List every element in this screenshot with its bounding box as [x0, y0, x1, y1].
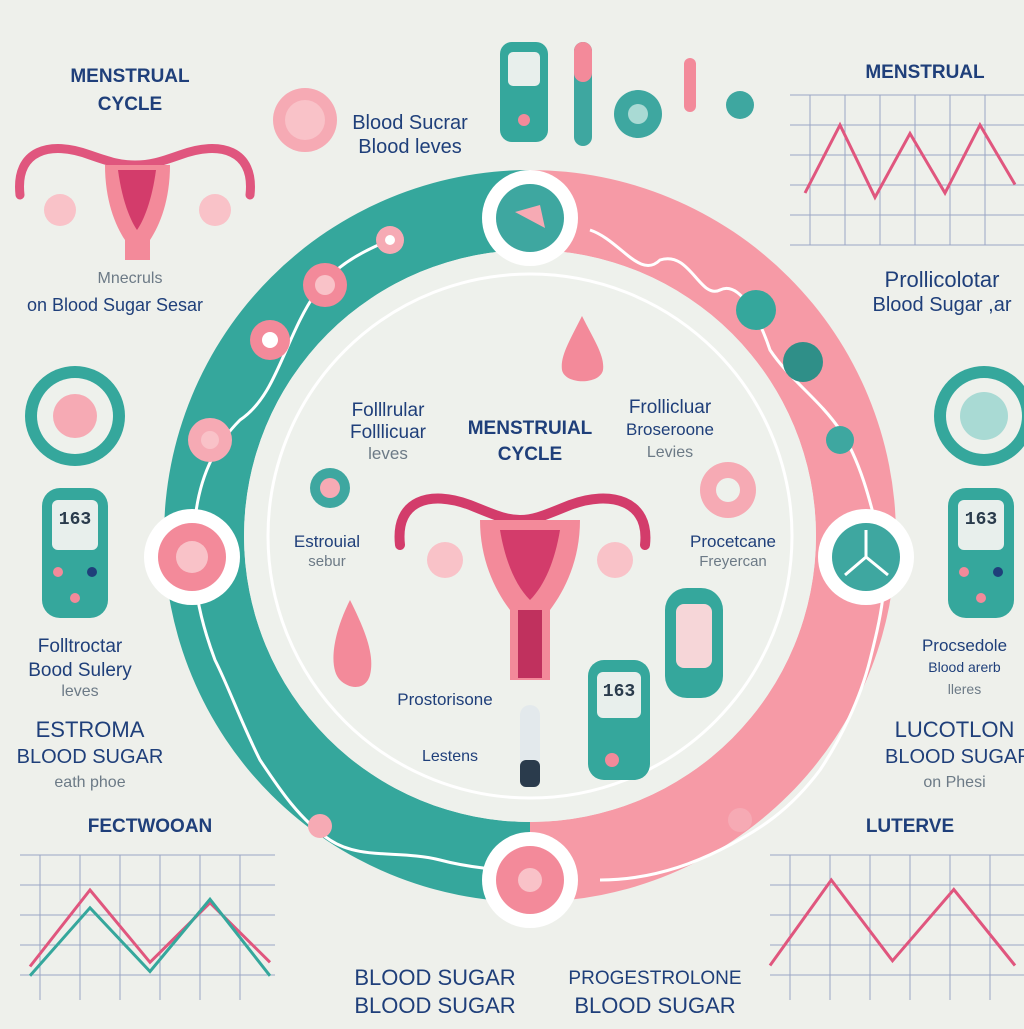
chart-bottom-right-series [768, 877, 1017, 967]
pink-ring-icon-top [273, 88, 337, 152]
inner-right-label-line-3: Levies [646, 444, 694, 461]
chart-bottom-left-series-2 [28, 896, 272, 977]
inner-left-lower-line-1: Estrouial [293, 532, 361, 551]
inner-left-label-line-3: leves [368, 444, 408, 463]
center-title-line-1: MENSTRUIAL [467, 418, 593, 439]
test-strip-top [574, 42, 592, 146]
left-bottom-line-3: eath phoe [54, 774, 126, 791]
device-reading-left: 163 [58, 510, 92, 530]
top-center-label-line-1: Blood Sucrar [352, 112, 468, 134]
inner-bottom-label-line-2: Lestens [421, 748, 479, 765]
bottom-left-chart-title: FECTWOOAN [87, 816, 213, 837]
top-left-title-line-2: CYCLE [97, 94, 163, 115]
inner-bottom-label-line-1: Prostorisone [397, 690, 493, 709]
left-faint-label: Mnecruls [97, 270, 163, 287]
right-bottom-line-2: BLOOD SUGAR [885, 746, 1024, 768]
uterus-top-left-illustration [15, 144, 255, 260]
chart-bottom-left-grid [20, 854, 275, 1000]
inner-left-label-line-1: Folllrular [351, 400, 425, 421]
flower-icon-top [614, 90, 662, 138]
left-bottom-line-1: ESTROMA [35, 717, 145, 742]
left-mid-label: on Blood Sugar Sesar [26, 295, 204, 315]
uterus-center-illustration [394, 493, 651, 680]
bottom-center-right-line-1: PROGESTROLONE [568, 968, 742, 989]
clock-right [934, 366, 1024, 466]
right-mid-label-line-1: Prollicolotar [884, 267, 1000, 292]
device-reading-center: 163 [602, 682, 636, 702]
glucose-meter-left [42, 488, 108, 618]
right-lower-line-3: lleres [947, 681, 982, 697]
pill-top [684, 58, 696, 112]
inner-left-lower-line-2: sebur [308, 553, 346, 570]
ring-node-top [482, 170, 578, 266]
top-right-title: MENSTRUAL [865, 62, 985, 83]
luteal-discs [728, 290, 854, 832]
left-lower-line-2: Bood Sulery [28, 660, 132, 681]
right-mid-label-line-2: Blood Sugar ,ar [872, 294, 1012, 316]
left-lower-line-3: leves [61, 683, 99, 700]
droplet-lower [333, 600, 372, 687]
inner-right-label-line-2: Broseroone [626, 420, 714, 439]
test-strip-center [520, 705, 540, 787]
bottom-right-chart-title: LUTERVE [865, 816, 955, 837]
gear-icon-top [726, 91, 754, 119]
glucose-meter-top [500, 42, 548, 142]
right-bottom-line-1: LUCOTLON [894, 717, 1015, 742]
inner-left-label-line-2: Folllicuar [349, 422, 427, 443]
right-lower-line-2: Blood arerb [928, 659, 1001, 675]
bottom-center-left-line-2: BLOOD SUGAR [354, 993, 516, 1018]
follicle-discs [188, 226, 404, 838]
chart-bottom-right-grid [770, 854, 1024, 1000]
drop-shape [561, 316, 604, 382]
left-lower-line-1: Folltroctar [37, 636, 123, 657]
glucose-meter-right [948, 488, 1014, 618]
clock-left [25, 366, 125, 466]
inner-right-label-line-1: Frollicluar [628, 397, 712, 418]
ring-node-bottom [482, 832, 578, 928]
right-lower-line-1: Procsedole [921, 636, 1008, 655]
chart-top-right-grid [790, 94, 1024, 246]
device-reading-right: 163 [964, 510, 998, 530]
center-title-line-2: CYCLE [497, 444, 563, 465]
chart-top-right-series [803, 121, 1017, 201]
left-bottom-line-2: BLOOD SUGAR [16, 746, 164, 768]
bottom-center-left-line-1: BLOOD SUGAR [354, 965, 516, 990]
inner-right-lower-line-1: Procetcane [690, 532, 776, 551]
ring-node-right [818, 509, 914, 605]
bottom-center-right-line-2: BLOOD SUGAR [574, 993, 736, 1018]
right-bottom-line-3: on Phesi [923, 774, 986, 791]
inner-right-lower-line-2: Freyercan [699, 553, 767, 570]
phone-device [665, 588, 723, 698]
top-center-label-line-2: Blood leves [358, 136, 462, 158]
glucose-meter-center [588, 660, 650, 780]
inner-circle-outline [266, 272, 794, 800]
gear-icon-right [700, 462, 756, 518]
ring-node-left [144, 509, 240, 605]
top-left-title-line-1: MENSTRUAL [70, 66, 190, 87]
